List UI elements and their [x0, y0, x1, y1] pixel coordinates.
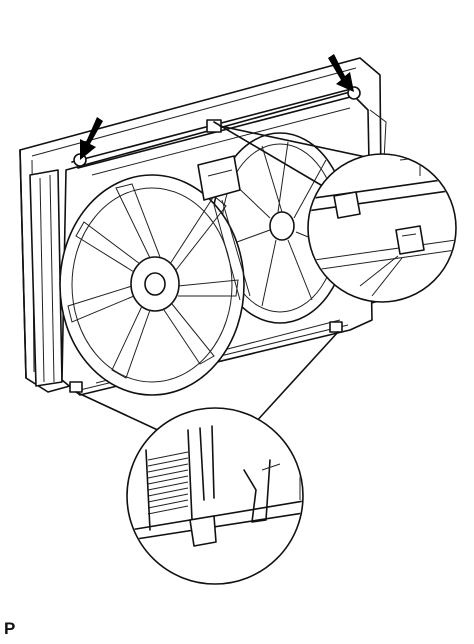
figure-corner-label: P [4, 619, 16, 638]
callout-arrow-icon [80, 117, 103, 160]
callout-arrow-icon [328, 54, 354, 92]
motor-connector [197, 155, 251, 301]
lower-callout-leaders [75, 331, 339, 433]
left-fan [59, 174, 245, 396]
lower-detail-magnifier [126, 407, 304, 585]
